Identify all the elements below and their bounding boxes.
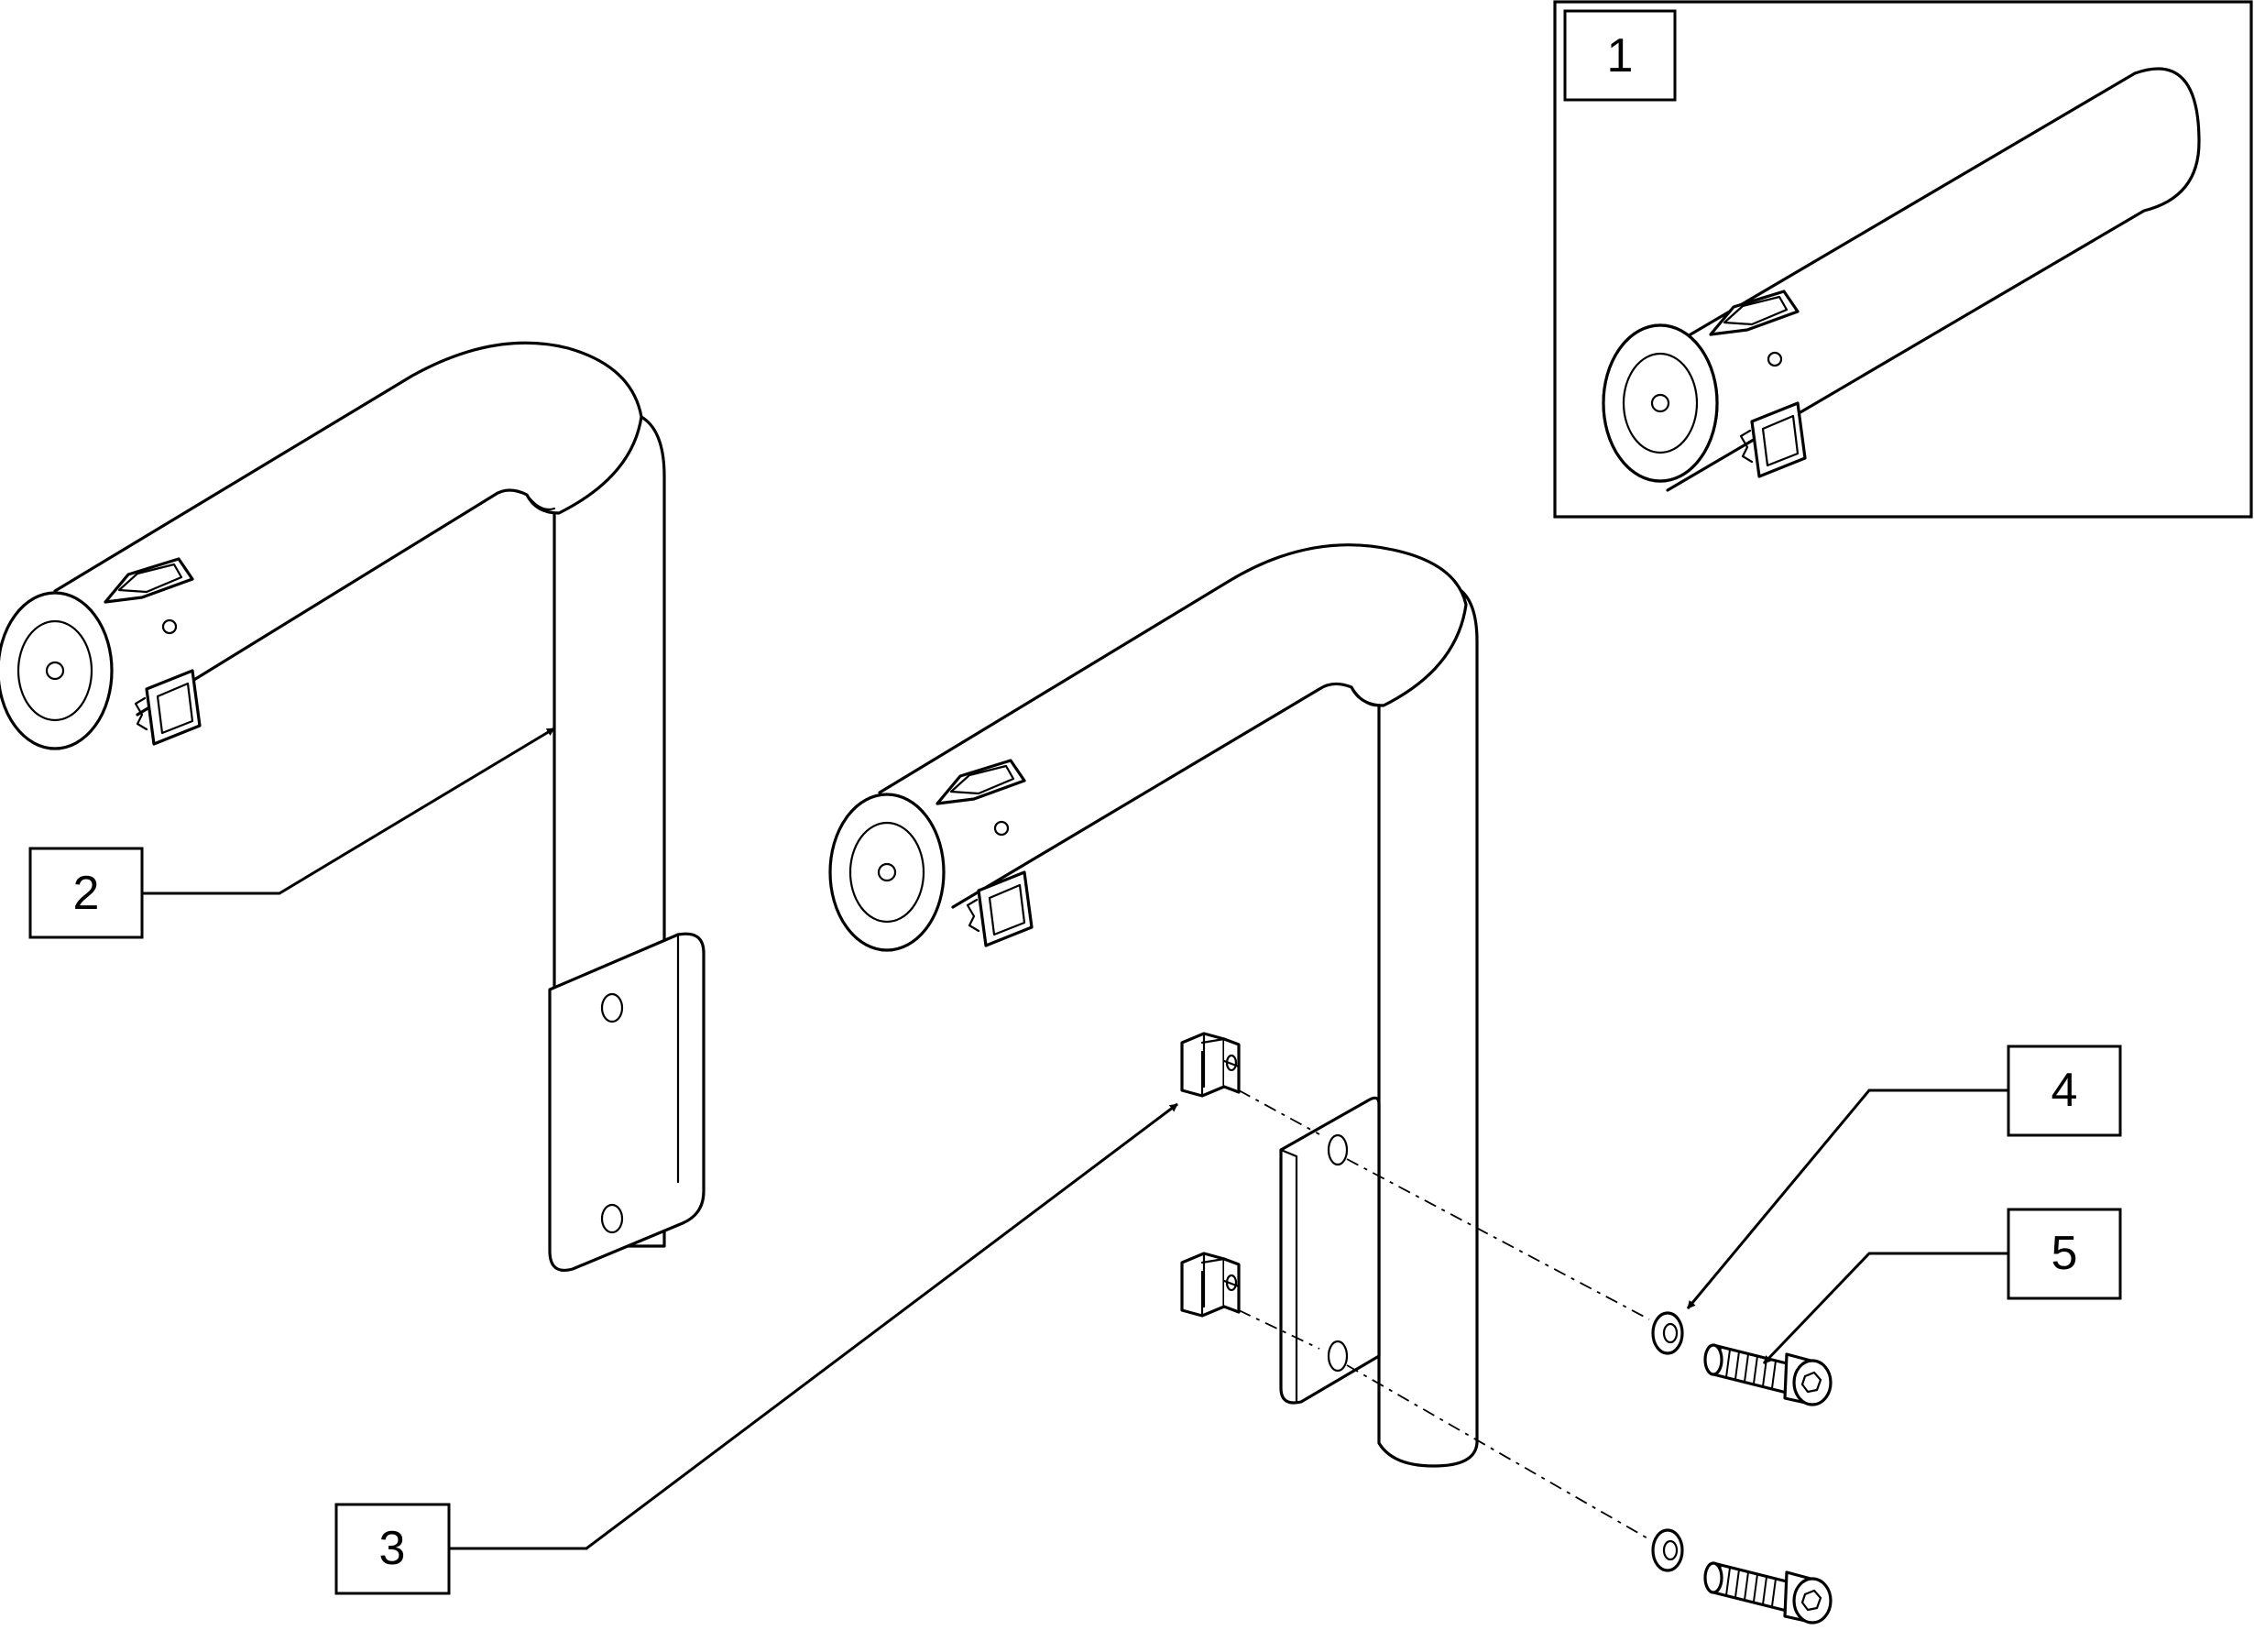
assembly-axis-upper [1238, 1089, 1650, 1320]
t-nut-lower [1180, 1252, 1241, 1318]
callout-2: 2 [28, 847, 144, 939]
callout-5: 5 [2007, 1208, 2122, 1300]
callout-1-label: 1 [1607, 29, 1634, 82]
callout-3: 3 [334, 1503, 451, 1595]
leader-2 [142, 727, 555, 895]
callout-4-label: 4 [2052, 1064, 2078, 1117]
callout-1: 1 [1563, 9, 1677, 102]
armrest-post-part-2 [0, 341, 706, 1272]
inset-frame [1553, 0, 2253, 519]
leader-5 [1762, 1252, 2008, 1365]
washer-lower [1651, 1528, 1684, 1572]
screw-lower [1703, 1561, 1833, 1625]
callout-5-label: 5 [2052, 1227, 2078, 1280]
leader-3 [449, 1102, 1178, 1550]
leader-4 [1686, 1089, 2008, 1309]
callout-2-label: 2 [73, 867, 100, 920]
t-nut-upper [1180, 1032, 1241, 1098]
callout-3-label: 3 [379, 1522, 406, 1575]
screw-upper [1703, 1343, 1833, 1406]
armrest-post-assembly [828, 543, 1479, 1468]
washer-upper [1651, 1311, 1684, 1355]
callout-4: 4 [2007, 1045, 2122, 1137]
tube-part-1 [1602, 67, 2201, 492]
